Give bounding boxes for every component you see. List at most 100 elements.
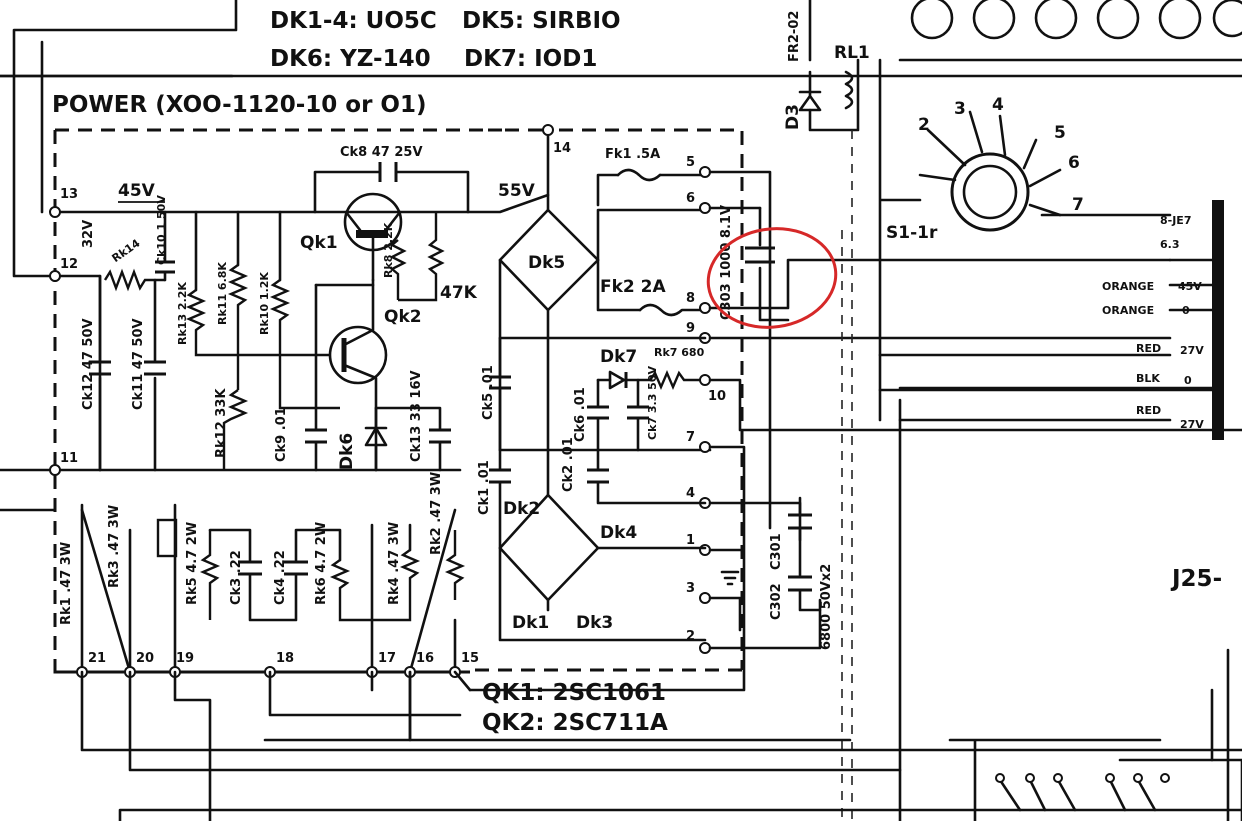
diode-list-line2-right: DK7: IOD1 [464, 46, 597, 72]
pin-label-13: 13 [60, 187, 78, 202]
dk3-label: Dk3 [576, 613, 613, 633]
pin-label-20: 20 [136, 651, 154, 666]
rk4-label: Rk4 .47 3W [387, 522, 402, 605]
sw-pin-6: 6 [1068, 153, 1080, 173]
rk8-label: Rk8 2.2K [382, 222, 395, 278]
rk14-label: Rk14 [110, 236, 143, 265]
diode-list-line1-right: DK5: SIRBIO [462, 8, 621, 34]
pin-label-5: 5 [686, 155, 695, 170]
pin-label-18: 18 [276, 651, 294, 666]
tx-row2-name: ORANGE [1102, 304, 1154, 317]
tx-wire-label: 8-JE7 [1160, 214, 1191, 227]
rotary-switch [950, 152, 1030, 232]
c301-label: C301 [769, 533, 784, 570]
dk6-label: Dk6 [337, 433, 357, 470]
power-block-title: POWER (XOO-1120-10 or O1) [52, 92, 427, 118]
lamp-row [910, 0, 1242, 40]
pin-label-11: 11 [60, 451, 78, 466]
rk6-label: Rk6 4.7 2W [314, 522, 329, 605]
qk1-part-number: QK1: 2SC1061 [482, 680, 666, 706]
rk7-label: Rk7 680 [654, 346, 705, 359]
ck13-label: Ck13 33 16V [409, 370, 424, 462]
qk2-part-number: QK2: 2SC711A [482, 710, 668, 736]
ck4-label: Ck4 .22 [273, 550, 288, 605]
d3-label: D3 [783, 104, 803, 130]
ck3-label: Ck3 .22 [229, 550, 244, 605]
tx-row5-v: 27V [1180, 418, 1204, 431]
dk1-label: Dk1 [512, 613, 549, 633]
pin-label-16: 16 [416, 651, 434, 666]
tx-volt-label: 6.3 [1160, 238, 1180, 251]
47k-label: 47K [440, 283, 478, 303]
ck5-label: Ck5 .01 [481, 365, 496, 420]
pin-label-4: 4 [686, 486, 695, 501]
pin-11 [49, 464, 61, 476]
pin-13 [49, 206, 61, 218]
ck1-label: Ck1 .01 [477, 460, 492, 515]
pin-label-3: 3 [686, 581, 695, 596]
pin-label-10: 10 [708, 389, 726, 404]
ck6-label: Ck6 .01 [573, 387, 588, 442]
diode-list-line2-left: DK6: YZ-140 [270, 46, 431, 72]
rk13-label: Rk13 2.2K [176, 282, 189, 345]
pin-2 [699, 642, 711, 654]
pin-14 [542, 124, 554, 136]
voltage-55v: 55V [498, 181, 536, 201]
rl1-label: RL1 [834, 43, 870, 63]
fr2-label: FR2-02 [787, 11, 802, 62]
pin-8 [699, 302, 711, 314]
pin-label-9: 9 [686, 321, 695, 336]
voltage-45v: 45V [118, 181, 156, 201]
diode-list-line1-left: DK1-4: UO5C [270, 8, 437, 34]
pin-label-15: 15 [461, 651, 479, 666]
pin-label-8: 8 [686, 291, 695, 306]
c30x-label: 6800 50Vx2 [819, 564, 834, 650]
tx-row3-name: RED [1136, 342, 1161, 355]
rk12-label: Rk12 33K [214, 388, 229, 458]
qk2-label: Qk2 [384, 307, 422, 327]
pin-label-1: 1 [686, 533, 695, 548]
j25-label: J25- [1170, 566, 1222, 592]
rk11-label: Rk11 6.8K [216, 262, 229, 325]
tx-row1-v: 45V [1178, 280, 1202, 293]
tx-row4-v: 0 [1184, 374, 1192, 387]
transformer-core [1212, 200, 1224, 440]
ck10-label: Ck10 1 50V [155, 195, 168, 265]
rk2-label: Rk2 .47 3W [429, 472, 444, 555]
c303-label: C303 1000 8.1V [719, 205, 734, 320]
sw-pin-3: 3 [954, 99, 966, 119]
dk4-label: Dk4 [600, 523, 637, 543]
tx-row5-name: RED [1136, 404, 1161, 417]
pin-label-2: 2 [686, 629, 695, 644]
highlight-circle [706, 227, 838, 329]
s1-label: S1-1r [886, 223, 938, 243]
dk7-label: Dk7 [600, 347, 637, 367]
rk1-label: Rk1 .47 3W [59, 542, 74, 625]
rk3-label: Rk3 .47 3W [107, 505, 122, 588]
pin-5 [699, 166, 711, 178]
tx-row3-v: 27V [1180, 344, 1204, 357]
pin-label-6: 6 [686, 191, 695, 206]
sw-pin-5: 5 [1054, 123, 1066, 143]
pin-label-21: 21 [88, 651, 106, 666]
pin-label-12: 12 [60, 257, 78, 272]
pin-7 [699, 441, 711, 453]
c302-label: C302 [769, 583, 784, 620]
sw-pin-4: 4 [992, 95, 1004, 115]
rk5-label: Rk5 4.7 2W [185, 522, 200, 605]
tx-row4-name: BLK [1136, 372, 1160, 385]
qk1-label: Qk1 [300, 233, 338, 253]
pin-6 [699, 202, 711, 214]
dk2-label: Dk2 [503, 499, 540, 519]
pin-3 [699, 592, 711, 604]
pin-label-7: 7 [686, 430, 695, 445]
pin-label-14: 14 [553, 141, 571, 156]
ck8-label: Ck8 47 25V [340, 145, 423, 160]
pin-1 [699, 544, 711, 556]
dk5-label: Dk5 [528, 253, 565, 273]
ck7-label: Ck7 3.3 50V [646, 366, 659, 440]
pin-label-19: 19 [176, 651, 194, 666]
pin-12 [49, 270, 61, 282]
ck11-label: Ck11 47 50V [131, 318, 146, 410]
